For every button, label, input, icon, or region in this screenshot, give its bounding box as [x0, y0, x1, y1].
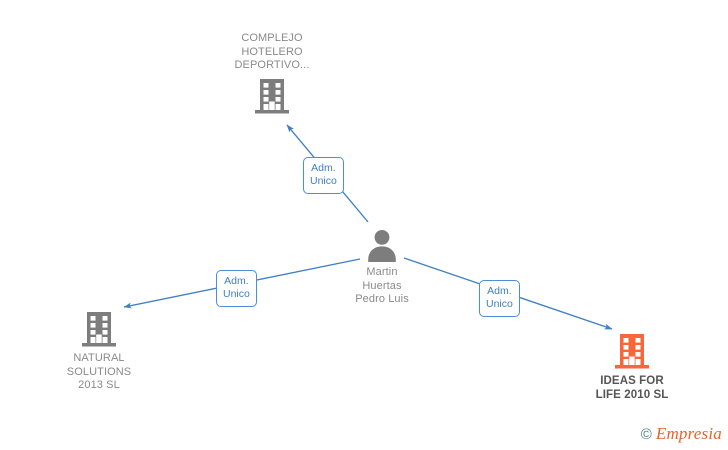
edge-badge-adm-unico-natural-solutions[interactable]: Adm. Unico [216, 270, 257, 307]
watermark: © Empresia [641, 424, 722, 444]
building-icon [615, 334, 649, 369]
edge-badge-adm-unico-complejo[interactable]: Adm. Unico [303, 157, 344, 194]
graph-node-martin-huertas-pedro-luis[interactable]: Martin Huertas Pedro Luis [307, 228, 457, 307]
building-icon [255, 78, 289, 113]
node-label-natural-solutions-2013-sl: NATURAL SOLUTIONS 2013 SL [66, 352, 132, 391]
building-icon [82, 312, 116, 347]
edge-badge-adm-unico-ideas-for-life[interactable]: Adm. Unico [479, 280, 520, 317]
graph-node-ideas-for-life-2010-sl[interactable]: IDEAS FOR LIFE 2010 SL [557, 332, 707, 402]
node-label-complejo-hotelero: COMPLEJO HOTELERO DEPORTIVO... [234, 32, 310, 71]
brand-name: Empresia [655, 424, 722, 443]
node-label-ideas-for-life-2010-sl: IDEAS FOR LIFE 2010 SL [595, 375, 669, 401]
graph-node-complejo-hotelero[interactable]: COMPLEJO HOTELERO DEPORTIVO... [197, 32, 347, 115]
person-icon [368, 230, 396, 262]
graph-node-natural-solutions-2013-sl[interactable]: NATURAL SOLUTIONS 2013 SL [24, 310, 174, 393]
copyright-icon: © [640, 425, 652, 443]
node-label-martin-huertas-pedro-luis: Martin Huertas Pedro Luis [355, 266, 409, 305]
